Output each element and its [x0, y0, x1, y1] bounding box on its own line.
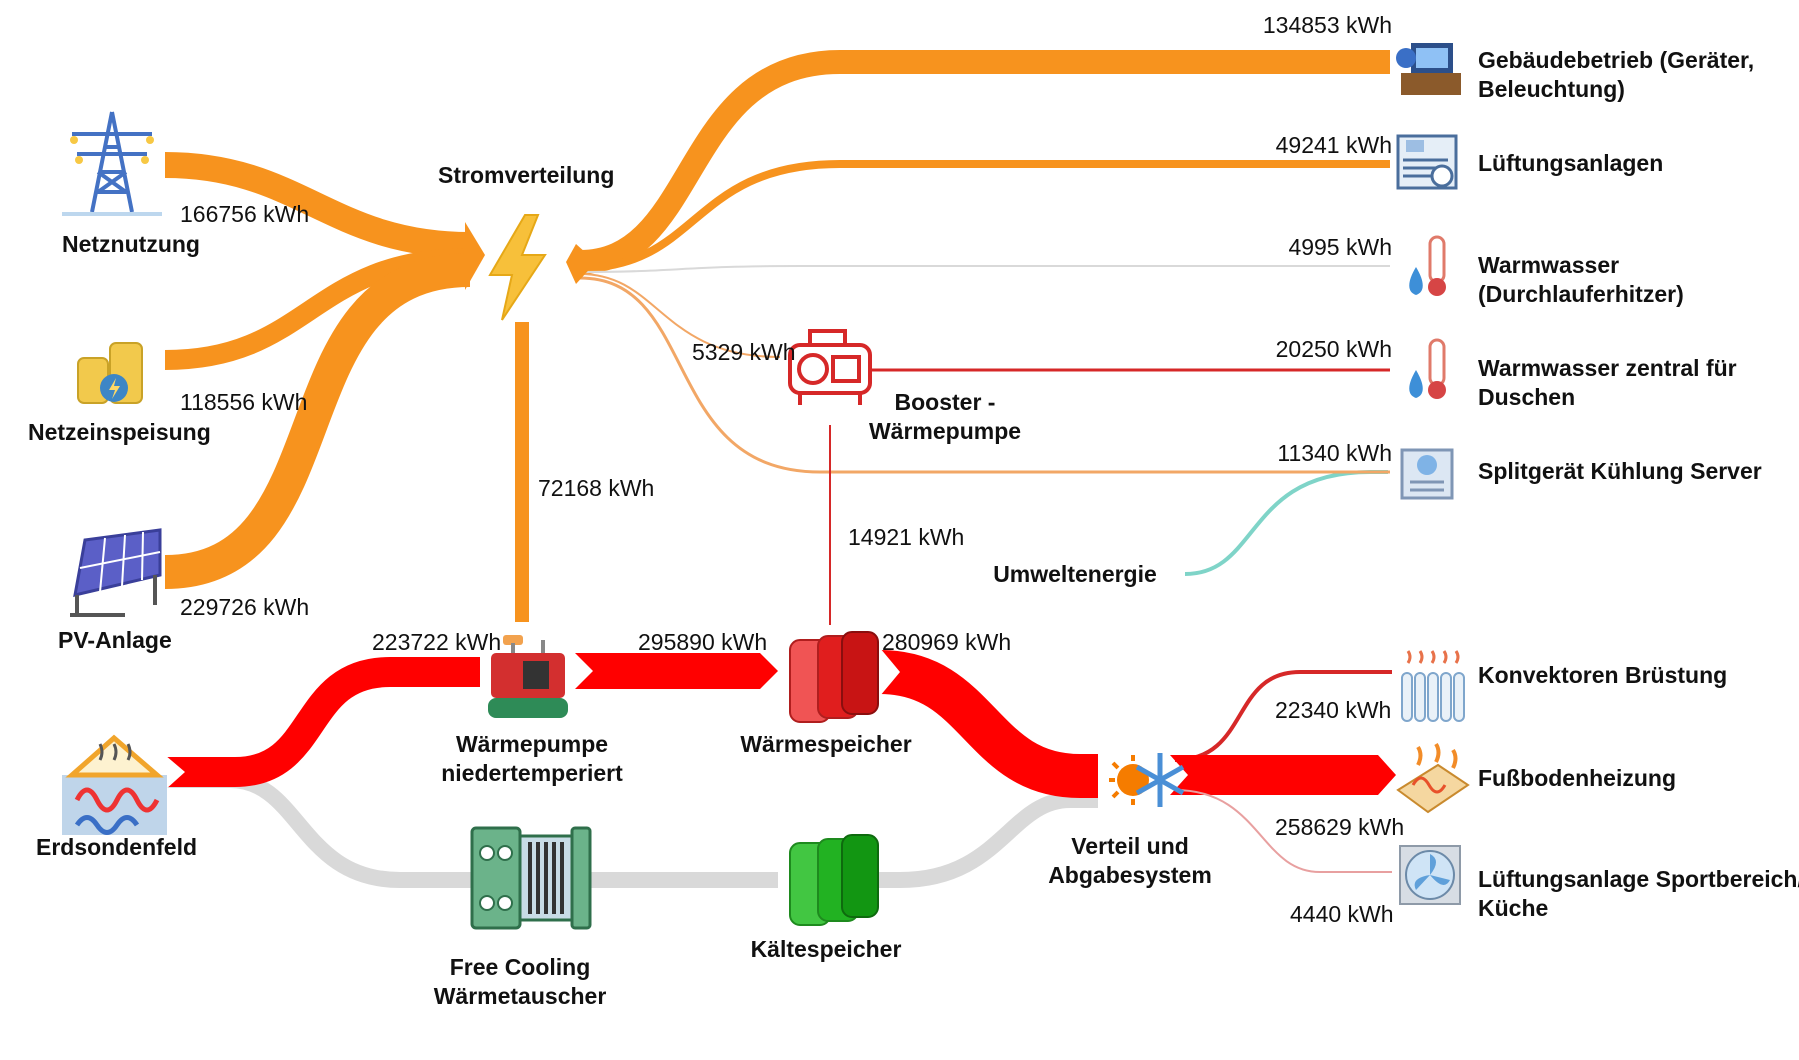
value-booster-in: 5329 kWh: [692, 339, 796, 365]
thermometer-drop-icon: [1409, 235, 1446, 296]
heat-pump-icon: [488, 635, 568, 718]
flows: [164, 50, 1396, 888]
label-stromverteilung: Stromverteilung: [438, 162, 614, 188]
sun-snowflake-icon: [1109, 753, 1185, 807]
label-umweltenergie: Umweltenergie: [993, 561, 1157, 587]
flow-lueftung: [579, 160, 1390, 272]
label-erdsondenfeld: Erdsondenfeld: [36, 834, 197, 860]
value-sport: 4440 kWh: [1290, 901, 1394, 927]
arrow-strom-in: [465, 222, 485, 290]
label-gebaeude-1: Gebäudebetrieb (Geräter,: [1478, 47, 1754, 73]
label-verteil-2: Abgabesystem: [1048, 862, 1212, 888]
label-waermepumpe-2: niedertemperiert: [441, 760, 623, 786]
label-ww-zentral-2: Duschen: [1478, 384, 1575, 410]
red-tank-icon: [789, 631, 879, 723]
arrow-erdsonde: [165, 755, 185, 790]
label-booster-1: Booster -: [895, 389, 996, 415]
ac-unit-icon: [1400, 448, 1454, 500]
icons: [62, 43, 1470, 930]
value-wp-strom: 72168 kWh: [538, 475, 654, 501]
arrow-strom-out: [566, 244, 596, 284]
label-netzeinspeisung: Netzeinspeisung: [28, 419, 211, 445]
label-ww-zentral-1: Warmwasser zentral für: [1478, 355, 1737, 381]
coins-icon: [77, 342, 143, 404]
value-warmwasser: 4995 kWh: [1288, 234, 1392, 260]
flow-fussboden: [1170, 755, 1396, 795]
arrow-speicher: [880, 648, 900, 696]
thermometer-drop-icon: [1409, 338, 1446, 399]
label-lueftung: Lüftungsanlagen: [1478, 150, 1663, 176]
value-ww-zentral: 20250 kWh: [1276, 336, 1392, 362]
flow-waermepumpe-speicher: [575, 653, 778, 689]
flow-warmwasser: [579, 265, 1390, 273]
flow-umweltenergie: [1184, 470, 1388, 576]
flow-splitgeraet: [579, 276, 1390, 474]
green-tank-icon: [789, 834, 879, 926]
label-waermespeicher: Wärmespeicher: [740, 731, 911, 757]
label-booster-2: Wärmepumpe: [869, 418, 1021, 444]
plate-heat-exchanger-icon: [470, 826, 592, 930]
label-kaeltespeicher: Kältespeicher: [751, 936, 902, 962]
label-netznutzung: Netznutzung: [62, 231, 200, 257]
value-fussboden: 258629 kWh: [1275, 814, 1404, 840]
value-wp-speicher: 295890 kWh: [638, 629, 767, 655]
label-waermepumpe-1: Wärmepumpe: [456, 731, 608, 757]
label-konvektoren: Konvektoren Brüstung: [1478, 662, 1727, 688]
value-pv: 229726 kWh: [180, 594, 309, 620]
ventilation-unit-icon: [1396, 134, 1458, 190]
flow-labels: 166756 kWh 118556 kWh 229726 kWh 72168 k…: [180, 12, 1404, 927]
value-splitgeraet: 11340 kWh: [1277, 440, 1392, 466]
label-sport-2: Küche: [1478, 895, 1548, 921]
compressor-icon: [788, 329, 872, 405]
label-free-cooling-1: Free Cooling: [450, 954, 591, 980]
value-netznutzung: 166756 kWh: [180, 201, 309, 227]
flow-booster-in: [579, 273, 781, 358]
label-fussboden: Fußbodenheizung: [1478, 765, 1676, 791]
value-booster-speicher: 14921 kWh: [848, 524, 964, 550]
flow-kaeltespeicher-verteil: [868, 792, 1098, 888]
label-warmwasser-2: (Durchlauferhitzer): [1478, 281, 1684, 307]
value-konvektoren: 22340 kWh: [1275, 697, 1391, 723]
solar-panel-icon: [70, 528, 162, 617]
value-gebaeude: 134853 kWh: [1263, 12, 1392, 38]
flow-speicher-verteil: [878, 650, 1098, 798]
flow-erdsonde-waermepumpe: [165, 657, 480, 787]
flow-sport: [1174, 789, 1392, 873]
label-free-cooling-2: Wärmetauscher: [434, 983, 607, 1009]
flow-pv: [164, 253, 471, 589]
flow-gebaeude: [579, 50, 1390, 274]
flow-netznutzung: [164, 152, 471, 258]
office-desk-icon: [1396, 43, 1461, 95]
value-erdsonde-wp: 223722 kWh: [372, 629, 501, 655]
value-speicher-verteil: 280969 kWh: [882, 629, 1011, 655]
floor-heating-icon: [1396, 742, 1470, 814]
label-warmwasser-1: Warmwasser: [1478, 252, 1619, 278]
label-gebaeude-2: Beleuchtung): [1478, 76, 1625, 102]
lightning-bolt-icon: [488, 214, 547, 321]
power-pylon-icon: [62, 111, 162, 216]
node-labels: Netznutzung Netzeinspeisung PV-Anlage Er…: [28, 47, 1799, 1009]
fan-icon: [1399, 845, 1461, 905]
radiator-icon: [1401, 650, 1465, 722]
label-verteil-1: Verteil und: [1071, 833, 1189, 859]
label-splitgeraet: Splitgerät Kühlung Server: [1478, 458, 1762, 484]
geothermal-house-icon: [62, 734, 167, 835]
label-pv-anlage: PV-Anlage: [58, 627, 172, 653]
value-lueftung: 49241 kWh: [1276, 132, 1392, 158]
value-netzeinspeisung: 118556 kWh: [180, 389, 307, 415]
label-sport-1: Lüftungsanlage Sportbereich/: [1478, 866, 1799, 892]
flow-erdsonde-free-cooling: [165, 772, 478, 888]
